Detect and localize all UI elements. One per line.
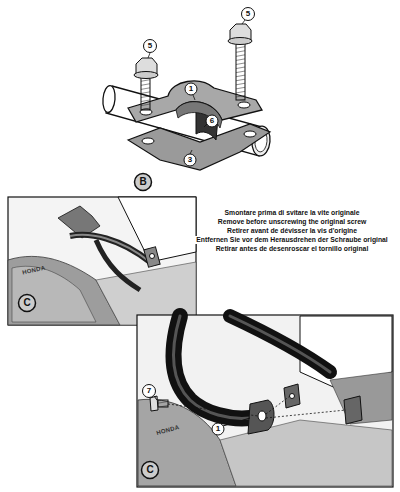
instruction-note: Retirar antes de desenroscar el tornillo… <box>215 245 370 253</box>
callout-circles <box>135 8 255 191</box>
assembly-lines <box>168 396 346 418</box>
callout-number: 5 <box>246 10 250 18</box>
bolt <box>150 396 168 411</box>
callout-number: 6 <box>210 117 214 125</box>
mounting-bracket <box>248 384 362 434</box>
view-letter: B <box>139 177 146 187</box>
view-letter: C <box>146 465 153 475</box>
bolt <box>134 58 158 110</box>
callout-circles <box>142 385 251 479</box>
instruction-note: Smontare prima di svitare la vite origin… <box>224 209 361 217</box>
leader-lines <box>148 20 245 154</box>
callout-number: 3 <box>188 156 192 164</box>
detail-panel <box>137 315 393 487</box>
detail-panel <box>8 197 196 325</box>
instruction-note: Remove before unscrewing the original sc… <box>217 218 367 226</box>
callout-number: 7 <box>147 387 151 395</box>
view-letter: C <box>23 298 30 308</box>
callout-number: 5 <box>148 42 152 50</box>
instruction-note: Entfernen Sie vor dem Herausdrehen der S… <box>195 236 389 244</box>
instruction-note: Retirer avant de dévisser la vis d'origi… <box>226 227 358 235</box>
bolt <box>228 24 252 100</box>
callout-number: 1 <box>216 425 220 433</box>
callout-number: 1 <box>189 85 193 93</box>
crash-bar <box>173 316 330 418</box>
